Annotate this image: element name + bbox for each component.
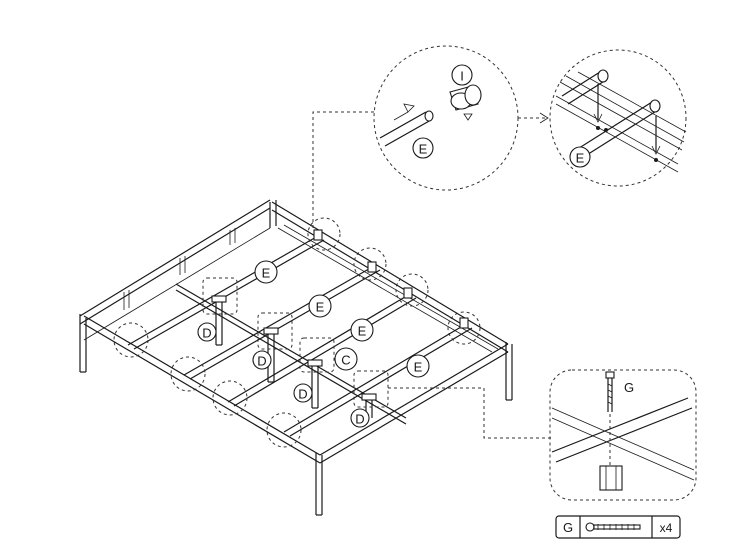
label-e-4: E [406,354,430,378]
support-leg-3 [307,359,323,409]
label-d-4: D [350,408,370,428]
parts-box-quantity: x4 [660,521,673,535]
svg-text:I: I [460,69,464,84]
svg-text:C: C [341,353,350,368]
bed-frame [79,199,513,516]
svg-text:E: E [414,360,423,375]
highlight-markers [113,111,552,448]
label-e-2: E [308,294,332,318]
support-leg-1 [211,295,227,346]
svg-text:D: D [355,412,364,427]
detail-rail-cap: I E [373,45,519,191]
detail-screw-g: G [549,369,697,501]
parts-box-letter: G [563,520,573,535]
label-d-3: D [293,383,313,403]
svg-text:E: E [316,300,325,315]
arrow-icon [403,103,415,113]
arrow-right-icon [518,112,549,124]
label-c: C [334,347,358,371]
svg-text:G: G [624,380,634,395]
svg-text:D: D [202,326,211,341]
label-e-1: E [254,260,278,284]
detail-rails-on-slats: E [549,49,687,187]
label-d-1: D [197,322,217,342]
svg-text:E: E [262,266,271,281]
parts-box: G x4 [555,515,681,539]
svg-text:E: E [576,151,585,166]
svg-text:E: E [419,142,428,157]
svg-text:E: E [358,324,367,339]
label-d-2: D [252,350,272,370]
label-e-3: E [350,318,374,342]
screw-icon [585,522,641,532]
svg-text:D: D [298,387,307,402]
svg-text:D: D [257,354,266,369]
